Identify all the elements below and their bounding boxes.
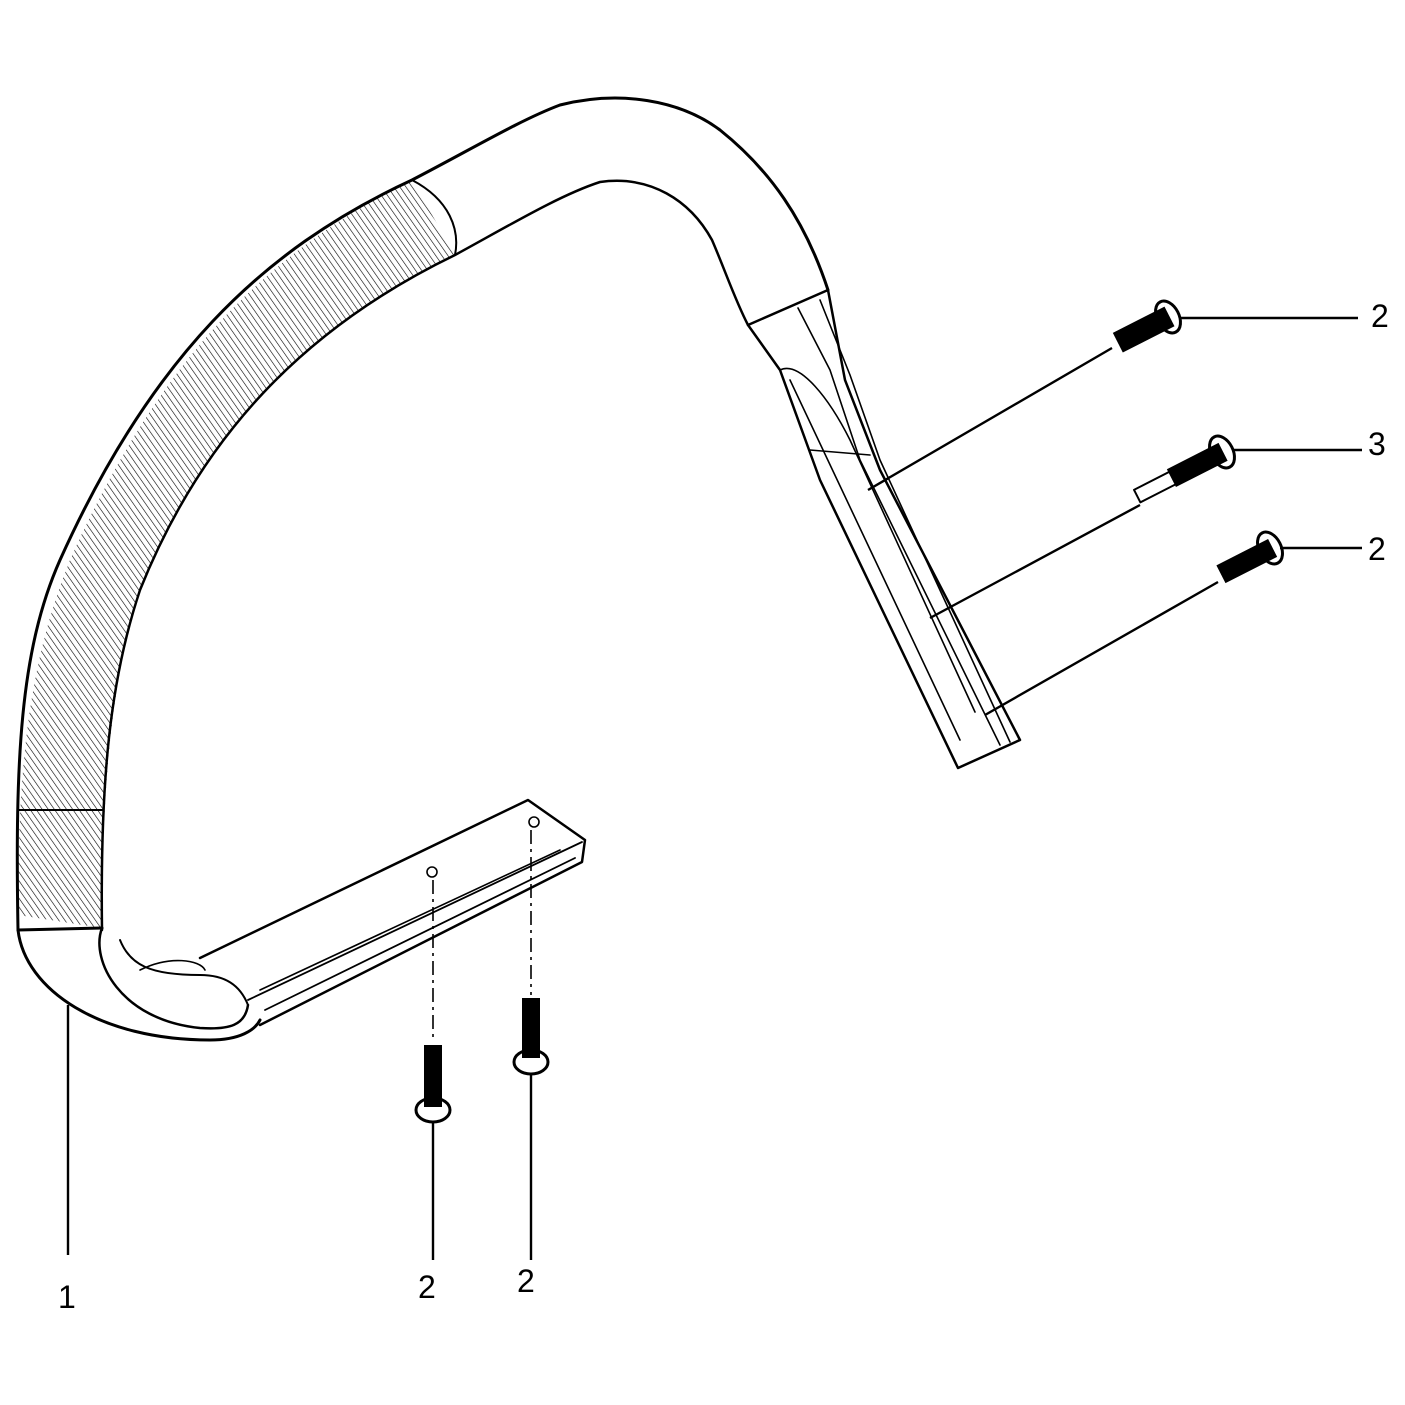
screw-middle-right bbox=[1133, 434, 1236, 504]
callout-2-lower-right: 2 bbox=[1368, 531, 1386, 567]
screw-bottom-right bbox=[512, 998, 550, 1076]
callout-2-top-right: 2 bbox=[1371, 298, 1389, 334]
callout-2-bottom-left: 2 bbox=[418, 1269, 436, 1305]
screw-bottom-left bbox=[414, 1045, 452, 1124]
leader-2-lower-right bbox=[984, 546, 1362, 717]
screw-top-right bbox=[1112, 299, 1182, 353]
leader-3 bbox=[929, 448, 1362, 620]
callout-3: 3 bbox=[1368, 426, 1386, 462]
screw-lower-right bbox=[1216, 530, 1284, 584]
callout-1: 1 bbox=[58, 1279, 76, 1315]
front-handle-bar bbox=[15, 96, 1022, 1042]
leader-2-top-right bbox=[867, 316, 1358, 492]
callout-2-bottom-right: 2 bbox=[517, 1263, 535, 1299]
